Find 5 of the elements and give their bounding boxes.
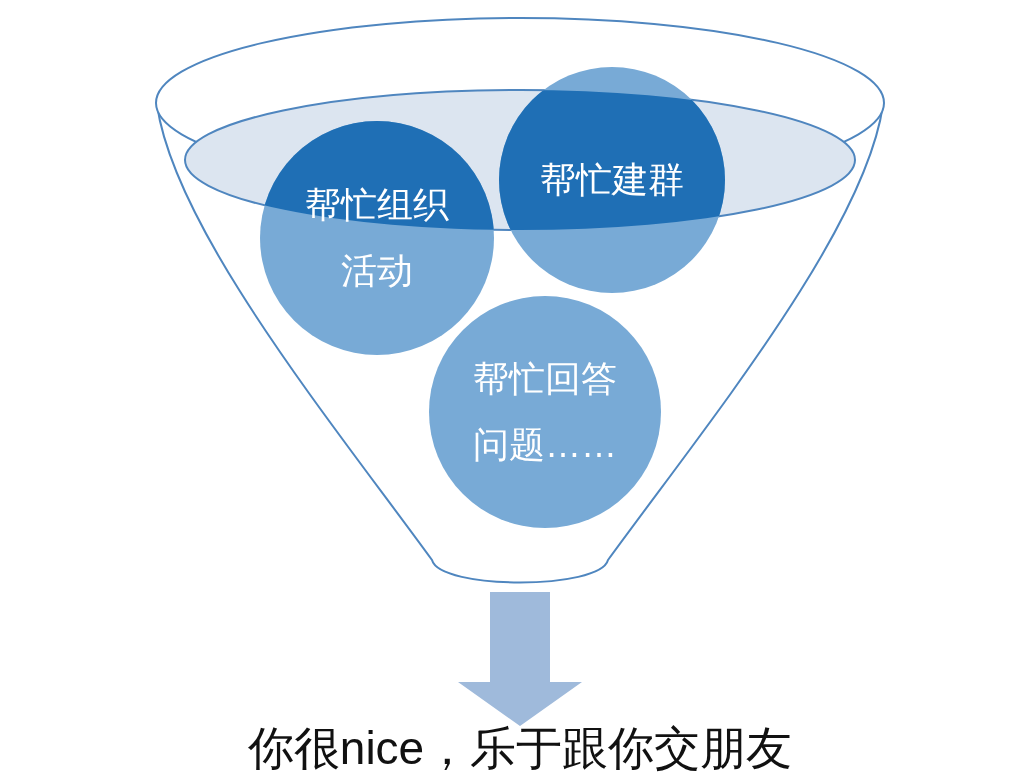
conclusion-text: 你很nice，乐于跟你交朋友 bbox=[216, 724, 824, 772]
bubble: 帮忙组织活动 bbox=[260, 121, 494, 355]
bubble: 帮忙建群 bbox=[499, 67, 725, 293]
bubble: 帮忙回答问题…… bbox=[429, 296, 661, 528]
down-arrow bbox=[458, 592, 582, 726]
